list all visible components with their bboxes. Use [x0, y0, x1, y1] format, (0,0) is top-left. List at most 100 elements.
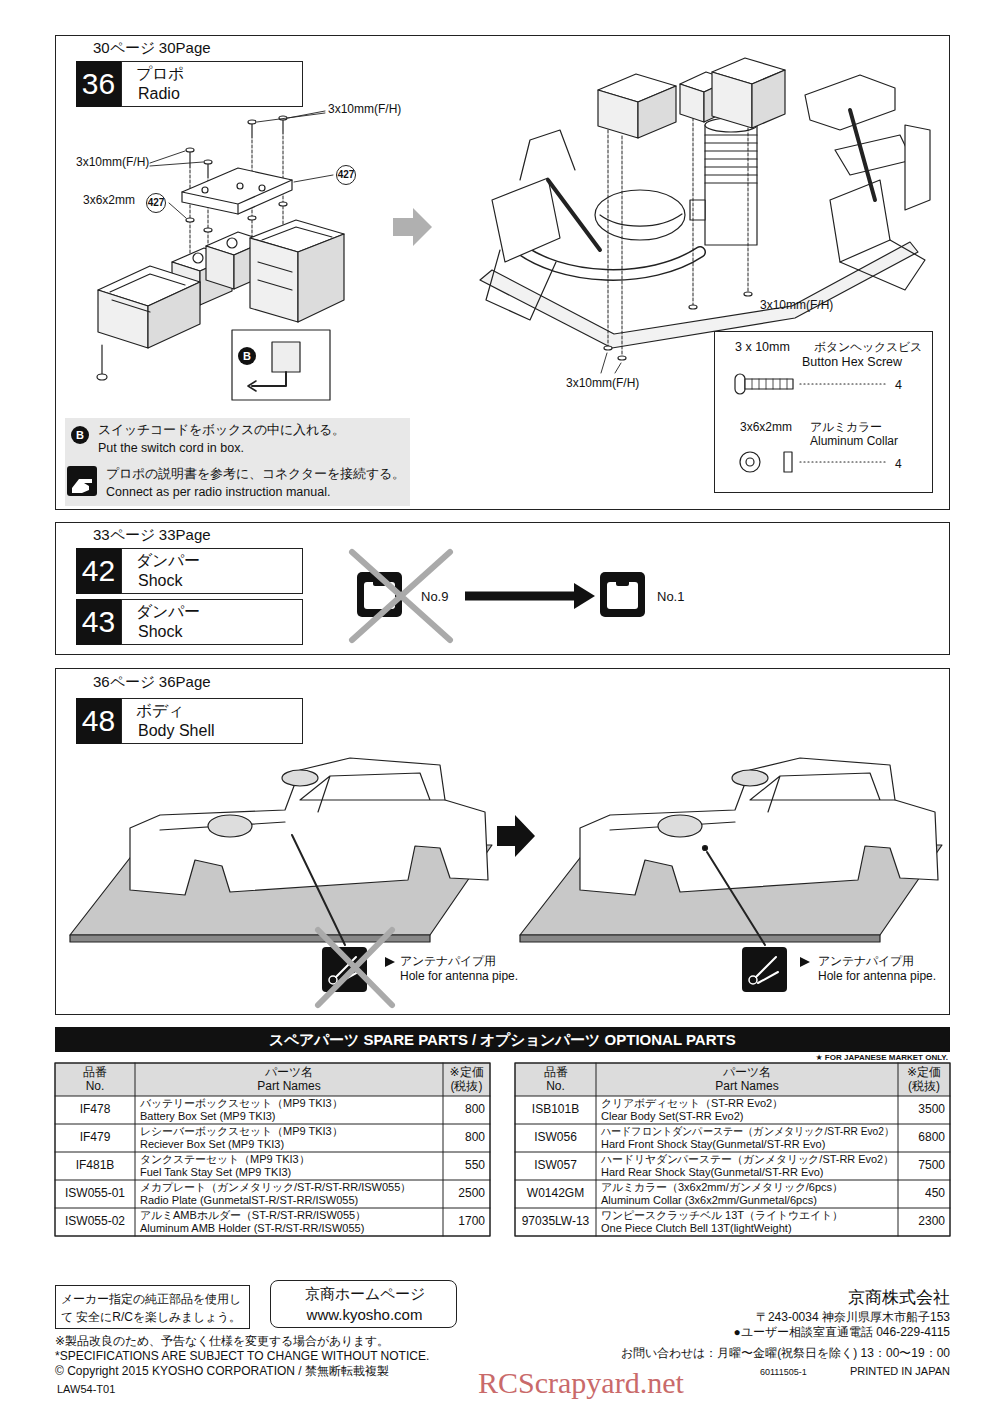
- phone: ●ユーザー相談室直通電話 046-229-4115: [734, 1326, 950, 1340]
- hand-icon: [67, 466, 97, 496]
- table-header: ※定価: [898, 1066, 950, 1080]
- table-header: (税抜): [443, 1080, 490, 1094]
- step-number-text: 48: [76, 698, 121, 744]
- parts-table-grid: [55, 1063, 490, 1096]
- parts-icons: [745, 379, 793, 389]
- radio-exploded-view: [150, 151, 203, 166]
- part-name: Hard Front Shock Stay(Gunmetal/ST-RR Evo…: [601, 1138, 894, 1151]
- table-header: 品番: [515, 1066, 596, 1080]
- chassis-view: [548, 180, 600, 250]
- chassis-view: [515, 245, 700, 275]
- instruction-note-text: B: [71, 426, 89, 444]
- screw-size: 3x10mm(F/H): [76, 156, 149, 170]
- document-code: LAW54-T01: [57, 1383, 115, 1396]
- step-title-text: Shock: [138, 571, 182, 590]
- part-name: アルミAMBホルダー（ST-R/ST-RR/ISW055）: [140, 1209, 439, 1222]
- radio-exploded-view: [232, 330, 330, 400]
- website-box-text: 京商ホームページ: [271, 1285, 458, 1303]
- step-number: 42: [76, 548, 121, 594]
- body-shell-before: [208, 815, 252, 837]
- radio-exploded-view: [279, 202, 287, 206]
- step-title-text: ボディ: [136, 701, 184, 720]
- parts-icons: [800, 383, 886, 384]
- section-panel-text: 36ページ 36Page: [93, 673, 211, 691]
- section-panel: 36ページ 36Page 48ボディBody Shell: [55, 668, 950, 1015]
- part-name: クリアボディセット（ST-RR Evo2）: [601, 1097, 894, 1110]
- company-name: 京商株式会社: [848, 1288, 950, 1308]
- radio-exploded-view: [237, 183, 243, 189]
- price: 7500: [898, 1159, 945, 1173]
- chassis-view: [712, 72, 752, 128]
- parts-icons: [752, 379, 787, 389]
- table-header: (税抜): [898, 1080, 950, 1094]
- chassis-view: [680, 72, 730, 92]
- flow-arrow: [465, 592, 574, 601]
- chassis-view: [727, 110, 735, 120]
- price: 2500: [443, 1187, 485, 1201]
- price: 800: [443, 1103, 485, 1117]
- part-name: ハードフロントダンパーステー（ガンメタリック/ST-RR Evo2）: [601, 1125, 894, 1138]
- part-name: ワンピースクラッチベル 13T（ライトウエイト）: [601, 1209, 894, 1222]
- chassis-view: [835, 135, 912, 175]
- chassis-view: [705, 118, 757, 132]
- body-shell-before: [322, 947, 367, 992]
- radio-exploded-view: [250, 220, 344, 252]
- shock-part-icons: [600, 572, 645, 617]
- chassis-view: [595, 190, 685, 240]
- parts-icons: [740, 452, 760, 472]
- radio-exploded-view: [227, 238, 237, 248]
- radio-exploded-view: [272, 342, 300, 372]
- radio-exploded-view: [98, 290, 148, 348]
- note-text: Hole for antenna pipe.: [400, 970, 518, 984]
- chassis-view: [480, 58, 930, 373]
- body-shell-after: [520, 935, 880, 942]
- section-panel: 33ページ 33Page42ダンパーShock43ダンパーShockNo.9No…: [55, 522, 950, 655]
- radio-exploded-view: [259, 185, 265, 191]
- body-shell-after: [749, 976, 757, 984]
- step-title: ボディBody Shell: [121, 698, 303, 744]
- chassis-view: [608, 118, 748, 356]
- body-shell-before: [70, 845, 492, 935]
- part-name: バッテリーボックスセット（MP9 TKI3）: [140, 1097, 439, 1110]
- instruction-note-text: Connect as per radio instruction manual.: [106, 485, 330, 500]
- parts-box-text: 3x6x2mm: [740, 420, 792, 434]
- step-number-text: 36: [76, 61, 121, 107]
- chassis-view: [805, 75, 895, 130]
- radio-exploded-view: [204, 228, 212, 232]
- chassis-view: [705, 125, 757, 245]
- chassis-view: [486, 130, 575, 320]
- chassis-view: [601, 353, 621, 373]
- part-number: ISB101B: [515, 1103, 596, 1117]
- part-name: タンクステーセット（MP9 TKI3）: [140, 1153, 439, 1166]
- parts-table-grid: [515, 1063, 950, 1096]
- parts-icons: [735, 374, 745, 394]
- part-number: ISW055-02: [55, 1215, 135, 1229]
- website-box-text: www.kyosho.com: [271, 1306, 458, 1324]
- watermark: RCScrapyard.net: [478, 1366, 684, 1401]
- chassis-view: [680, 84, 704, 122]
- screw-size: 3x10mm(F/H): [760, 299, 833, 313]
- part-name: One Piece Clutch Bell 13T(lightWeight): [601, 1222, 894, 1235]
- table-header: パーツ名: [596, 1066, 898, 1080]
- chassis-view: [638, 86, 676, 138]
- table-header: ※定価: [443, 1066, 490, 1080]
- step-title-text: ダンパー: [136, 551, 200, 570]
- parts-box-text: ボタンヘックスビス: [814, 340, 922, 354]
- radio-exploded-view: [97, 374, 107, 380]
- transition-arrow: [393, 208, 432, 246]
- parts-table-grid: [515, 1063, 950, 1236]
- radio-exploded-view: [169, 203, 186, 218]
- radio-exploded-view: [234, 241, 266, 289]
- parts-icons: [746, 458, 754, 466]
- parts-box: 3 x 10mmボタンヘックスビスButton Hex Screw43x6x2m…: [714, 331, 933, 493]
- radio-exploded-view: [207, 164, 208, 178]
- note-background: [65, 418, 410, 506]
- radio-exploded-view: [251, 124, 252, 138]
- price: 450: [898, 1187, 945, 1201]
- copyright: © Copyright 2015 KYOSHO CORPORATION / 禁無…: [55, 1365, 389, 1379]
- body-shell-after: [707, 852, 765, 945]
- radio-exploded-view: [189, 152, 190, 168]
- body-shell-after: [756, 957, 778, 983]
- part-number: IF481B: [55, 1159, 135, 1173]
- section-panel-text: 33ページ 33Page: [93, 526, 211, 544]
